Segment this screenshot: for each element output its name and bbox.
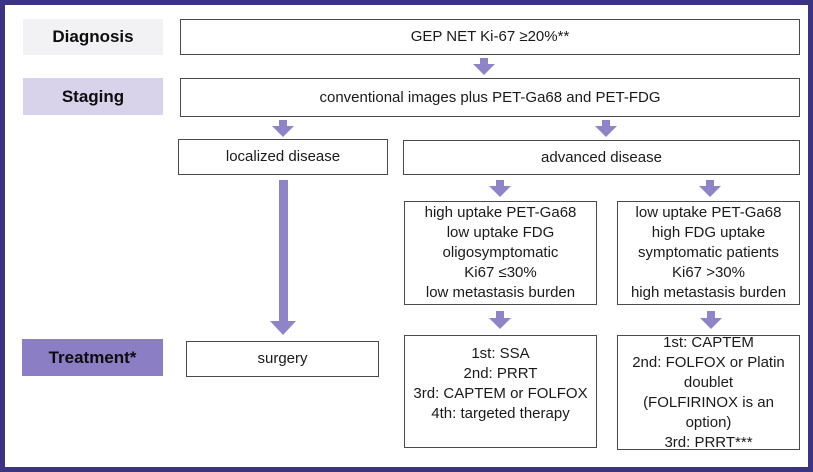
arrow-shaft <box>480 58 488 64</box>
down-arrow-icon <box>270 180 296 335</box>
arrow-shaft <box>602 120 610 126</box>
advanced-disease-node: advanced disease <box>403 140 800 175</box>
criteria-line: Ki67 ≤30% <box>464 264 537 281</box>
down-arrow-icon <box>699 180 721 197</box>
criteria-high-ga68-node: high uptake PET-Ga68 low uptake FDG olig… <box>404 201 597 305</box>
criteria-line: Ki67 >30% <box>672 264 745 281</box>
diagnosis-stage-label: Diagnosis <box>23 19 163 55</box>
criteria-line: low metastasis burden <box>425 284 576 301</box>
down-arrow-icon <box>595 120 617 137</box>
criteria-line: high uptake PET-Ga68 <box>424 204 577 221</box>
treatment-line: 1st: SSA <box>471 345 530 362</box>
arrow-shaft <box>707 311 715 318</box>
criteria-low-ga68-node: low uptake PET-Ga68 high FDG uptake symp… <box>617 201 800 305</box>
treatment-line: 2nd: FOLFOX or Platin doublet <box>632 353 785 391</box>
criteria-line: high metastasis burden <box>630 284 787 301</box>
treatment-line: 3rd: PRRT*** <box>664 433 753 451</box>
treatment-line: 2nd: PRRT <box>463 365 538 382</box>
arrow-head <box>699 186 721 197</box>
treatment-stage-label: Treatment* <box>22 339 163 376</box>
arrow-head <box>700 318 722 329</box>
localized-disease-node: localized disease <box>178 139 388 175</box>
treatment-line: 1st: CAPTEM <box>663 333 754 351</box>
down-arrow-icon <box>272 120 294 137</box>
down-arrow-icon <box>473 58 495 75</box>
treatment-line: 4th: targeted therapy <box>431 405 570 422</box>
arrow-shaft <box>706 180 714 186</box>
down-arrow-icon <box>489 180 511 197</box>
arrow-head <box>272 126 294 137</box>
arrow-shaft <box>496 180 504 186</box>
treatment-line: 3rd: CAPTEM or FOLFOX <box>413 385 588 402</box>
criteria-line: oligosymptomatic <box>442 244 559 261</box>
criteria-line: low uptake FDG <box>446 224 555 241</box>
arrow-shaft <box>496 311 504 318</box>
arrow-head <box>473 64 495 75</box>
arrow-shaft <box>278 180 288 321</box>
treatment-right-node: 1st: CAPTEM 2nd: FOLFOX or Platin double… <box>617 333 800 451</box>
criteria-line: symptomatic patients <box>638 244 779 261</box>
treatment-line: (FOLFIRINOX is an option) <box>643 393 774 431</box>
staging-stage-label: Staging <box>23 78 163 115</box>
down-arrow-icon <box>489 311 511 329</box>
staging-node: conventional images plus PET-Ga68 and PE… <box>180 78 800 117</box>
arrow-shaft <box>279 120 287 126</box>
criteria-line: low uptake PET-Ga68 <box>635 204 782 221</box>
down-arrow-icon <box>700 311 722 329</box>
arrow-head <box>595 126 617 137</box>
arrow-head <box>270 321 296 335</box>
arrow-head <box>489 186 511 197</box>
arrow-head <box>489 318 511 329</box>
diagnosis-node: GEP NET Ki-67 ≥20%** <box>180 19 800 55</box>
treatment-left-node: 1st: SSA 2nd: PRRT 3rd: CAPTEM or FOLFOX… <box>404 335 597 448</box>
criteria-line: high FDG uptake <box>651 224 766 241</box>
surgery-node: surgery <box>186 341 379 377</box>
